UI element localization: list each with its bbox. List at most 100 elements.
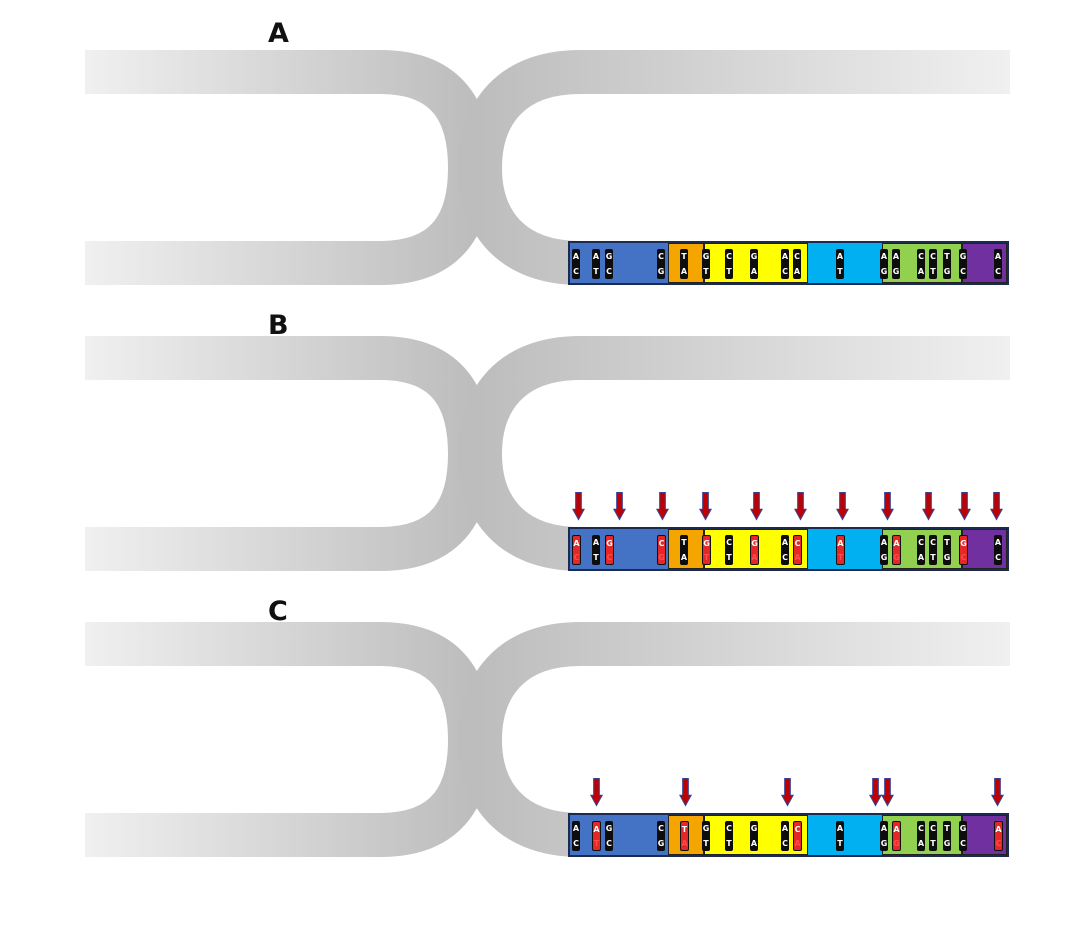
base-top: A bbox=[892, 252, 900, 261]
base-bottom: C bbox=[960, 267, 966, 276]
mutation-arrow-icon bbox=[794, 491, 807, 521]
base-top: A bbox=[880, 824, 888, 833]
base-bottom: A bbox=[917, 553, 925, 562]
base-bottom: T bbox=[726, 553, 732, 562]
base-top: C bbox=[918, 824, 924, 833]
base-bottom: T bbox=[593, 553, 599, 562]
base-bottom: A bbox=[794, 552, 801, 562]
base-bottom: A bbox=[794, 838, 801, 848]
base-bottom: C bbox=[573, 839, 579, 848]
base-bottom: T bbox=[726, 267, 732, 276]
base-bottom: T bbox=[930, 839, 936, 848]
base-top: T bbox=[681, 538, 687, 547]
left-chromatid bbox=[85, 336, 493, 571]
base-top: A bbox=[781, 824, 789, 833]
left-chromatid bbox=[85, 622, 493, 857]
base-bottom: A bbox=[793, 267, 801, 276]
base-top: T bbox=[944, 538, 950, 547]
base-top: A bbox=[572, 252, 580, 261]
base-top: T bbox=[681, 252, 687, 261]
mutation-arrow-icon bbox=[750, 491, 763, 521]
base-top: A bbox=[880, 252, 888, 261]
base-top: A bbox=[592, 252, 600, 261]
gene-segment bbox=[808, 529, 882, 569]
base-bottom: T bbox=[703, 552, 710, 562]
base-bottom: C bbox=[573, 552, 580, 562]
mutation-arrow-icon bbox=[656, 491, 669, 521]
base-bottom: A bbox=[680, 267, 688, 276]
base-top: A bbox=[781, 538, 789, 547]
base-bottom: G bbox=[943, 267, 951, 276]
base-top: C bbox=[930, 538, 936, 547]
base-bottom: G bbox=[658, 552, 665, 562]
base-bottom: G bbox=[880, 267, 888, 276]
panel-label: C bbox=[268, 596, 288, 627]
mutation-arrow-icon bbox=[836, 491, 849, 521]
mutation-arrow-icon bbox=[572, 491, 585, 521]
base-top: C bbox=[658, 824, 664, 833]
base-top: C bbox=[658, 538, 665, 548]
mutation-arrow-icon bbox=[781, 777, 794, 807]
base-bottom: A bbox=[917, 839, 925, 848]
base-bottom: C bbox=[606, 552, 613, 562]
base-bottom: A bbox=[680, 553, 688, 562]
mutation-arrow-icon bbox=[990, 491, 1003, 521]
base-top: G bbox=[605, 252, 613, 261]
base-top: G bbox=[606, 538, 613, 548]
base-top: C bbox=[658, 252, 664, 261]
base-bottom: G bbox=[880, 839, 888, 848]
panel-label: B bbox=[268, 310, 289, 341]
base-bottom: C bbox=[995, 267, 1001, 276]
base-top: A bbox=[893, 538, 900, 548]
base-top: G bbox=[751, 538, 758, 548]
base-top: C bbox=[726, 538, 732, 547]
base-bottom: C bbox=[995, 553, 1001, 562]
right-chromatid bbox=[457, 622, 1010, 857]
base-bottom: T bbox=[837, 839, 843, 848]
base-top: A bbox=[994, 538, 1002, 547]
gene-segment bbox=[570, 243, 668, 283]
base-top: C bbox=[930, 824, 936, 833]
base-bottom: A bbox=[681, 838, 688, 848]
chromatid-crossover bbox=[85, 622, 1010, 857]
mutation-arrow-icon bbox=[679, 777, 692, 807]
base-bottom: A bbox=[750, 839, 758, 848]
base-bottom: G bbox=[880, 553, 888, 562]
base-bottom: C bbox=[995, 838, 1002, 848]
base-bottom: A bbox=[750, 267, 758, 276]
base-top: G bbox=[750, 824, 758, 833]
base-top: A bbox=[893, 824, 900, 834]
mutation-arrow-icon bbox=[991, 777, 1004, 807]
base-top: G bbox=[959, 252, 967, 261]
base-bottom: T bbox=[593, 838, 600, 848]
mutation-arrow-icon bbox=[881, 777, 894, 807]
mutation-arrow-icon bbox=[869, 777, 882, 807]
base-bottom: G bbox=[657, 839, 665, 848]
base-bottom: T bbox=[837, 267, 843, 276]
base-top: A bbox=[836, 252, 844, 261]
